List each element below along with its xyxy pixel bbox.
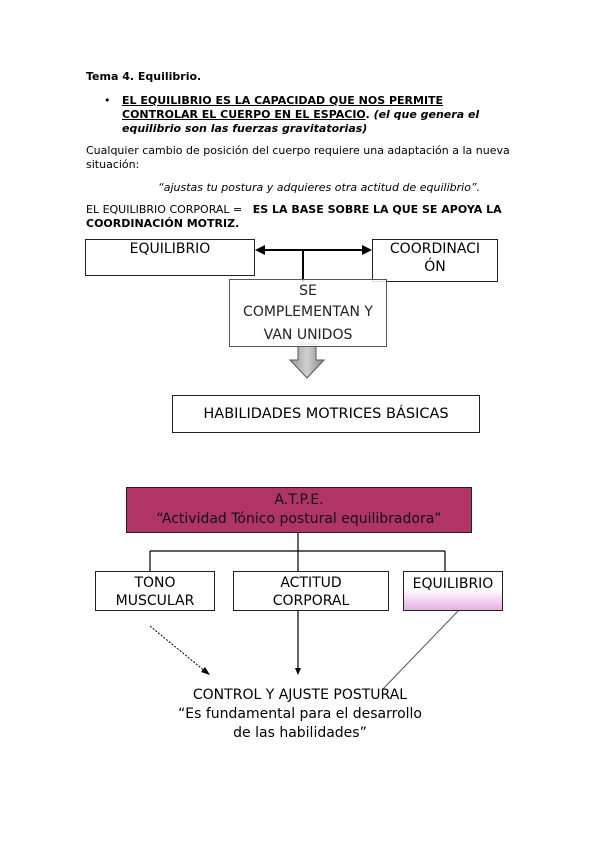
atpe-box: A.T.P.E. “Actividad Tónico postural equi… <box>126 487 472 533</box>
bullet-line-3: equilibrio son las fuerzas gravitatorias… <box>122 122 368 135</box>
definition-bold-1: ES LA BASE SOBRE LA QUE SE APOYA LA <box>252 203 502 216</box>
paragraph-line-2: situación: <box>86 158 140 171</box>
coordinacion-line-1: COORDINACI <box>389 241 481 257</box>
equilibrio-box: EQUILIBRIO <box>85 239 255 276</box>
control-ajuste-line-2: “Es fundamental para el desarrollo <box>178 706 422 722</box>
quote: “ajustas tu postura y adquieres otra act… <box>158 181 481 194</box>
arrow-head-right <box>362 245 372 255</box>
coordinacion-box: COORDINACI ÓN <box>372 239 498 282</box>
equilibrio-child-box: EQUILIBRIO <box>403 571 503 611</box>
complement-line-1: SE <box>299 283 317 299</box>
definition-line-1: EL EQUILIBRIO CORPORAL = ES LA BASE SOBR… <box>86 203 502 217</box>
habilidades-box: HABILIDADES MOTRICES BÁSICAS <box>172 395 480 433</box>
habilidades-label: HABILIDADES MOTRICES BÁSICAS <box>203 406 449 422</box>
equilibrio-arrow-line <box>381 609 460 691</box>
definition-lead: EL EQUILIBRIO CORPORAL = <box>86 203 243 216</box>
tono-arrow-head <box>201 667 210 675</box>
equilibrio-box-label: EQUILIBRIO <box>129 241 211 257</box>
paragraph-line-1: Cualquier cambio de posición del cuerpo … <box>86 144 510 157</box>
actitud-line-1: ACTITUD <box>280 575 342 591</box>
tono-line-2: MUSCULAR <box>115 593 195 609</box>
tono-arrow-line <box>149 625 207 673</box>
definition-line-2: COORDINACIÓN MOTRIZ. <box>86 217 240 230</box>
coordinacion-line-2: ÓN <box>424 259 446 275</box>
bullet-marker: • <box>104 94 111 107</box>
bullet-underlined-text: CONTROLAR EL CUERPO EN EL ESPACIO <box>122 108 366 121</box>
control-ajuste-line-3: de las habilidades” <box>233 725 367 741</box>
page-heading: Tema 4. Equilibrio. <box>86 70 202 83</box>
bullet-period: . <box>365 108 374 121</box>
complement-box: SE COMPLEMENTAN Y VAN UNIDOS <box>229 279 387 347</box>
equilibrio-child-label: EQUILIBRIO <box>412 576 494 592</box>
atpe-title: A.T.P.E. <box>274 492 324 508</box>
atpe-subtitle: “Actividad Tónico postural equilibradora… <box>156 511 442 527</box>
bullet-italic-start: (el que genera el <box>373 108 480 121</box>
control-ajuste-line-1: CONTROL Y AJUSTE POSTURAL <box>192 687 408 703</box>
tono-line-1: TONO <box>134 575 176 591</box>
actitud-line-2: CORPORAL <box>272 593 350 609</box>
actitud-corporal-box: ACTITUD CORPORAL <box>233 571 389 611</box>
tono-muscular-box: TONO MUSCULAR <box>95 571 215 611</box>
bullet-line-1: EL EQUILIBRIO ES LA CAPACIDAD QUE NOS PE… <box>122 94 444 107</box>
arrow-head-left <box>255 245 265 255</box>
actitud-arrow-head <box>295 668 301 675</box>
bullet-line-2: CONTROLAR EL CUERPO EN EL ESPACIO. (el q… <box>122 108 479 122</box>
complement-line-2: COMPLEMENTAN Y <box>243 304 373 320</box>
complement-line-3: VAN UNIDOS <box>263 327 353 343</box>
